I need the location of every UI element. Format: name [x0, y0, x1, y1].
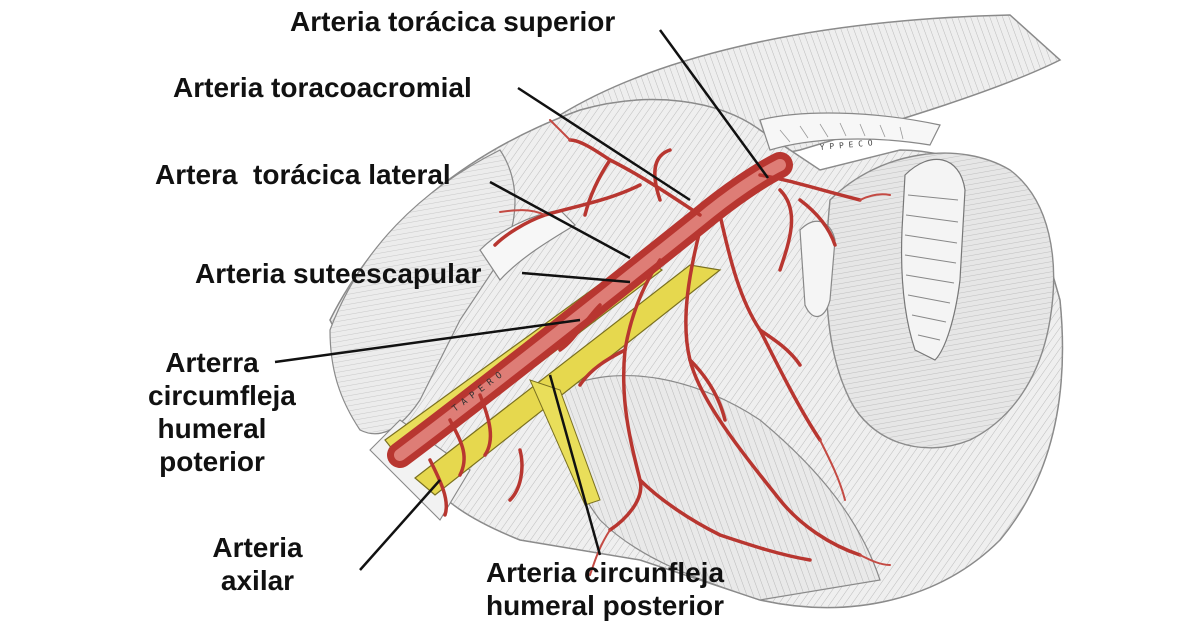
label-toracoacromial-text: Arteria toracoacromial — [173, 72, 472, 103]
label-circ-poterior-line3: humeral — [157, 413, 267, 444]
artery-system — [387, 119, 891, 576]
radial-nerve — [529, 379, 601, 506]
leader-circ-poterior — [274, 318, 581, 364]
label-suteescapular-text: Arteria suteescapular — [195, 258, 482, 289]
label-circ-poterior-line2: circumfleja — [148, 380, 296, 411]
label-circ-poterior-line4: poterior — [159, 446, 265, 477]
label-circ-posterior-line1: Arteria circunfleja — [485, 557, 725, 588]
muscle-layer — [329, 14, 1064, 609]
label-toracica-lateral: Artera torácica lateral — [155, 158, 451, 191]
clavicle-tendon — [759, 112, 941, 151]
leader-toracoacromial — [517, 86, 691, 202]
leader-suteescapular — [521, 271, 631, 284]
label-axilar: Arteria axilar — [200, 531, 315, 597]
label-toracica-superior: Arteria torácica superior — [290, 5, 615, 38]
label-circ-posterior-line2: humeral posterior — [485, 590, 725, 621]
leader-toracica-lateral — [489, 180, 631, 260]
coracobrachialis-tendon — [479, 209, 576, 281]
leader-toracica-superior — [658, 29, 770, 179]
label-circ-poterior-line1: Arterra — [165, 347, 259, 378]
label-toracica-superior-text: Arteria torácica superior — [290, 6, 616, 37]
leader-circ-posterior — [548, 374, 602, 556]
label-axilar-line2: axilar — [220, 565, 295, 596]
label-circ-posterior: Arteria circunfleja humeral posterior — [465, 556, 745, 622]
leader-lines — [274, 29, 770, 571]
label-circ-poterior: Arterra circumfleja humeral poterior — [148, 346, 296, 478]
label-axilar-line1: Arteria — [212, 532, 303, 563]
leader-axilar — [359, 479, 441, 571]
label-toracica-lateral-text: Artera torácica lateral — [155, 159, 451, 190]
label-suteescapular: Arteria suteescapular — [195, 257, 481, 290]
label-toracoacromial: Arteria toracoacromial — [173, 71, 472, 104]
